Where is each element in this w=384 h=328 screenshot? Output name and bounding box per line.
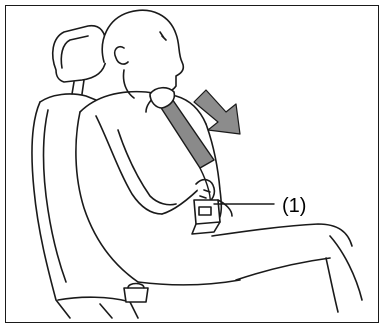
callout-label: (1): [282, 195, 306, 217]
headrest-icon: [53, 26, 106, 94]
pull-direction-arrow-icon: [194, 90, 240, 134]
lower-anchor-icon: [124, 284, 148, 303]
car-seat-icon: [32, 94, 138, 318]
belt-buckle-icon: [192, 200, 232, 234]
